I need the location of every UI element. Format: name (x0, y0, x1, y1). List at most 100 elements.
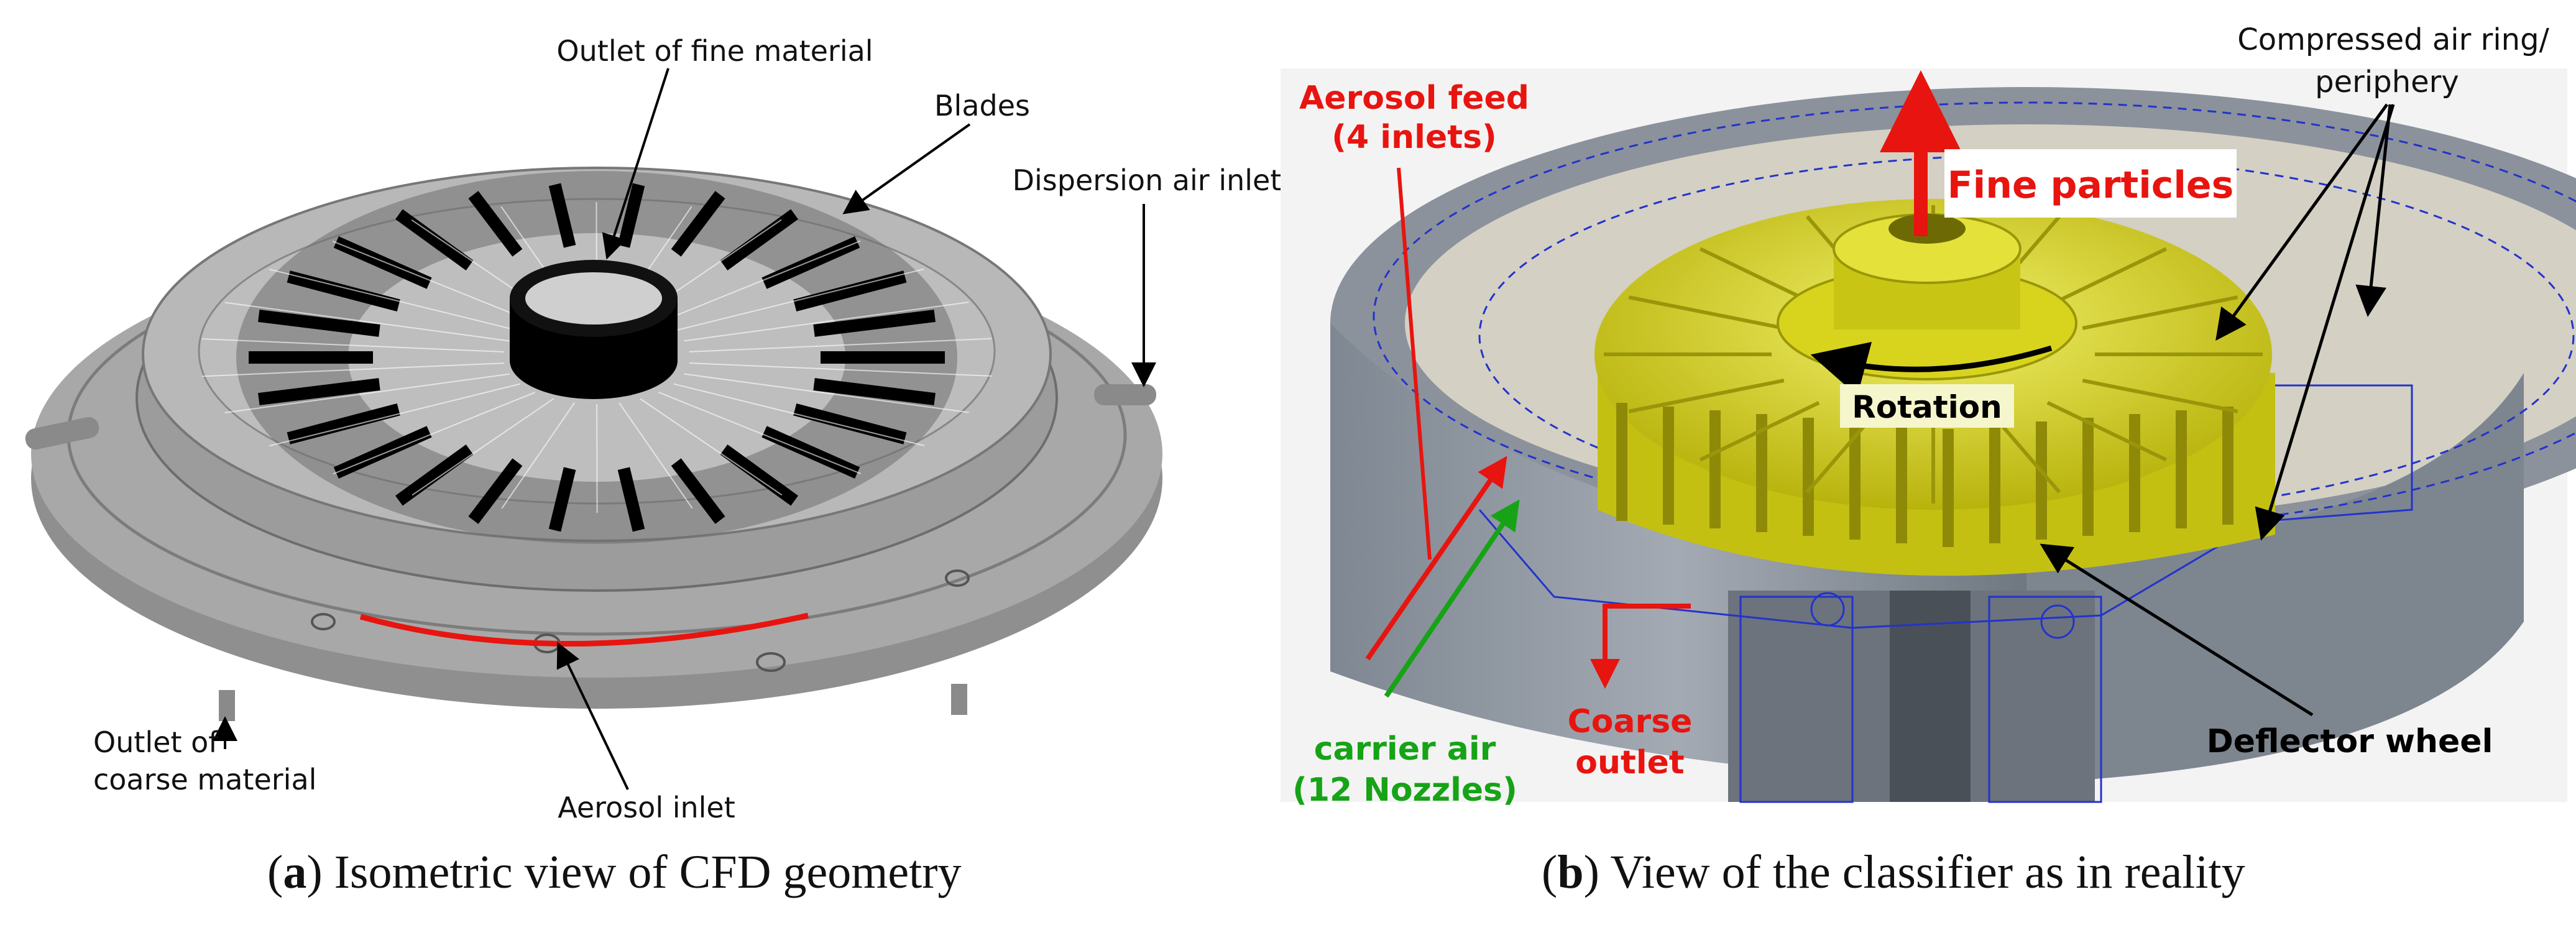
label-blades: Blades (934, 89, 1030, 122)
caption-b-text: View of the classifier as in reality (1610, 846, 2245, 898)
leader-outlet-fine (602, 68, 669, 260)
leg-right (951, 684, 967, 715)
label-outlet-fine: Outlet of fine material (556, 34, 873, 68)
label-compressed-air-line2: periphery (2315, 65, 2459, 99)
spoke (2046, 401, 2168, 462)
radial-line (332, 241, 535, 323)
left-pipe (25, 417, 99, 450)
label-dispersion-air-inlet: Dispersion air inlet (1013, 163, 1282, 197)
leader-deflector (2040, 543, 2314, 717)
radial-line (684, 373, 969, 413)
blade (720, 444, 798, 506)
leader-compressed-2 (2355, 104, 2392, 317)
panel-a-cfd-geometry: Outlet of fine material Blades Dispersio… (25, 34, 1282, 824)
rotation-arrow (1810, 341, 2053, 396)
blade (813, 310, 936, 337)
label-coarse-line2: outlet (1575, 744, 1685, 781)
leader-aerosol (556, 642, 629, 790)
vane (2129, 414, 2140, 532)
radial-line (673, 383, 925, 446)
panel-b-classifier-reality: Rotation Fine particles Aerosol feed (4 … (1281, 22, 2576, 809)
blade (720, 209, 798, 270)
blade (548, 467, 576, 532)
aerosol-feed-arrow (1365, 456, 1507, 661)
vane (2222, 407, 2233, 525)
blade (548, 183, 576, 248)
radial-line (689, 362, 992, 377)
blade (617, 467, 645, 532)
housing-right-wall (2026, 373, 2524, 783)
vane (1663, 407, 1674, 525)
leader-compressed-3 (2255, 104, 2395, 541)
vane (2036, 421, 2047, 540)
leg-left (219, 690, 235, 721)
caption-a-text: Isometric view of CFD geometry (334, 846, 962, 898)
blade (671, 458, 725, 524)
spoke (2082, 295, 2238, 330)
blade (468, 191, 523, 257)
label-outlet-coarse-line1: Outlet of (93, 725, 219, 759)
label-aerosol-feed-line1: Aerosol feed (1299, 80, 1529, 117)
radial-line (201, 362, 505, 377)
spoke (1628, 379, 1785, 413)
caption-a-letter: a (283, 846, 307, 898)
radial-line (269, 269, 520, 332)
radial-line (640, 398, 783, 496)
vane (1989, 425, 2000, 543)
spoke (1994, 416, 2061, 494)
outlet-fine-opening (525, 272, 662, 325)
blade (468, 458, 523, 524)
blade (258, 310, 380, 337)
blade (258, 378, 380, 405)
blade (671, 191, 725, 257)
vane (1849, 421, 1861, 540)
blade (813, 378, 936, 405)
caption-b-letter: b (1557, 846, 1584, 898)
radial-line (224, 373, 510, 413)
blade (287, 270, 400, 312)
blade (617, 183, 645, 248)
dashed-circle-outer (1373, 101, 2576, 533)
label-fine-particles: Fine particles (1948, 163, 2234, 207)
spoke (1699, 401, 1820, 462)
coarse-outlet-arrow (1590, 604, 1691, 689)
label-coarse-line1: Coarse (1568, 703, 1693, 740)
blue-wireframe (1478, 384, 2413, 803)
aerosol-feed-leader (1397, 167, 1432, 560)
radial-line (269, 383, 520, 447)
radial-line (501, 402, 576, 509)
radial-line (658, 392, 862, 474)
blade (395, 209, 474, 270)
spoke (1805, 416, 1873, 494)
blade (793, 270, 907, 312)
radial-line (619, 402, 693, 509)
vane (1803, 418, 1814, 536)
radial-line (201, 338, 505, 353)
vane (1709, 410, 1721, 528)
fine-particles-box (1944, 149, 2237, 218)
vane (1616, 403, 1627, 521)
spoke (2082, 379, 2238, 413)
right-pipe (1094, 384, 1156, 405)
spoke (2046, 247, 2168, 308)
label-carrier-air-line2: (12 Nozzles) (1292, 771, 1517, 809)
caption-b: (b) View of the classifier as in reality (1542, 846, 2245, 898)
label-aerosol-inlet: Aerosol inlet (558, 791, 735, 824)
spoke (1628, 295, 1785, 330)
label-compressed-air-line1: Compressed air ring/ (2237, 22, 2549, 57)
radial-line (673, 268, 924, 332)
vane (1896, 425, 1907, 543)
rotation-label-bg (1840, 384, 2014, 428)
leader-blades (842, 123, 971, 214)
caption-a: (a) Isometric view of CFD geometry (267, 846, 962, 898)
vane (2176, 410, 2187, 528)
leader-compressed-1 (2215, 103, 2389, 341)
label-outlet-coarse-line2: coarse material (93, 763, 316, 796)
radial-line (689, 338, 992, 352)
label-aerosol-feed-line2: (4 inlets) (1332, 119, 1497, 156)
vane (1943, 429, 1954, 547)
blade (395, 444, 474, 506)
radial-line (224, 302, 510, 342)
deflector-vanes (1616, 403, 2233, 547)
